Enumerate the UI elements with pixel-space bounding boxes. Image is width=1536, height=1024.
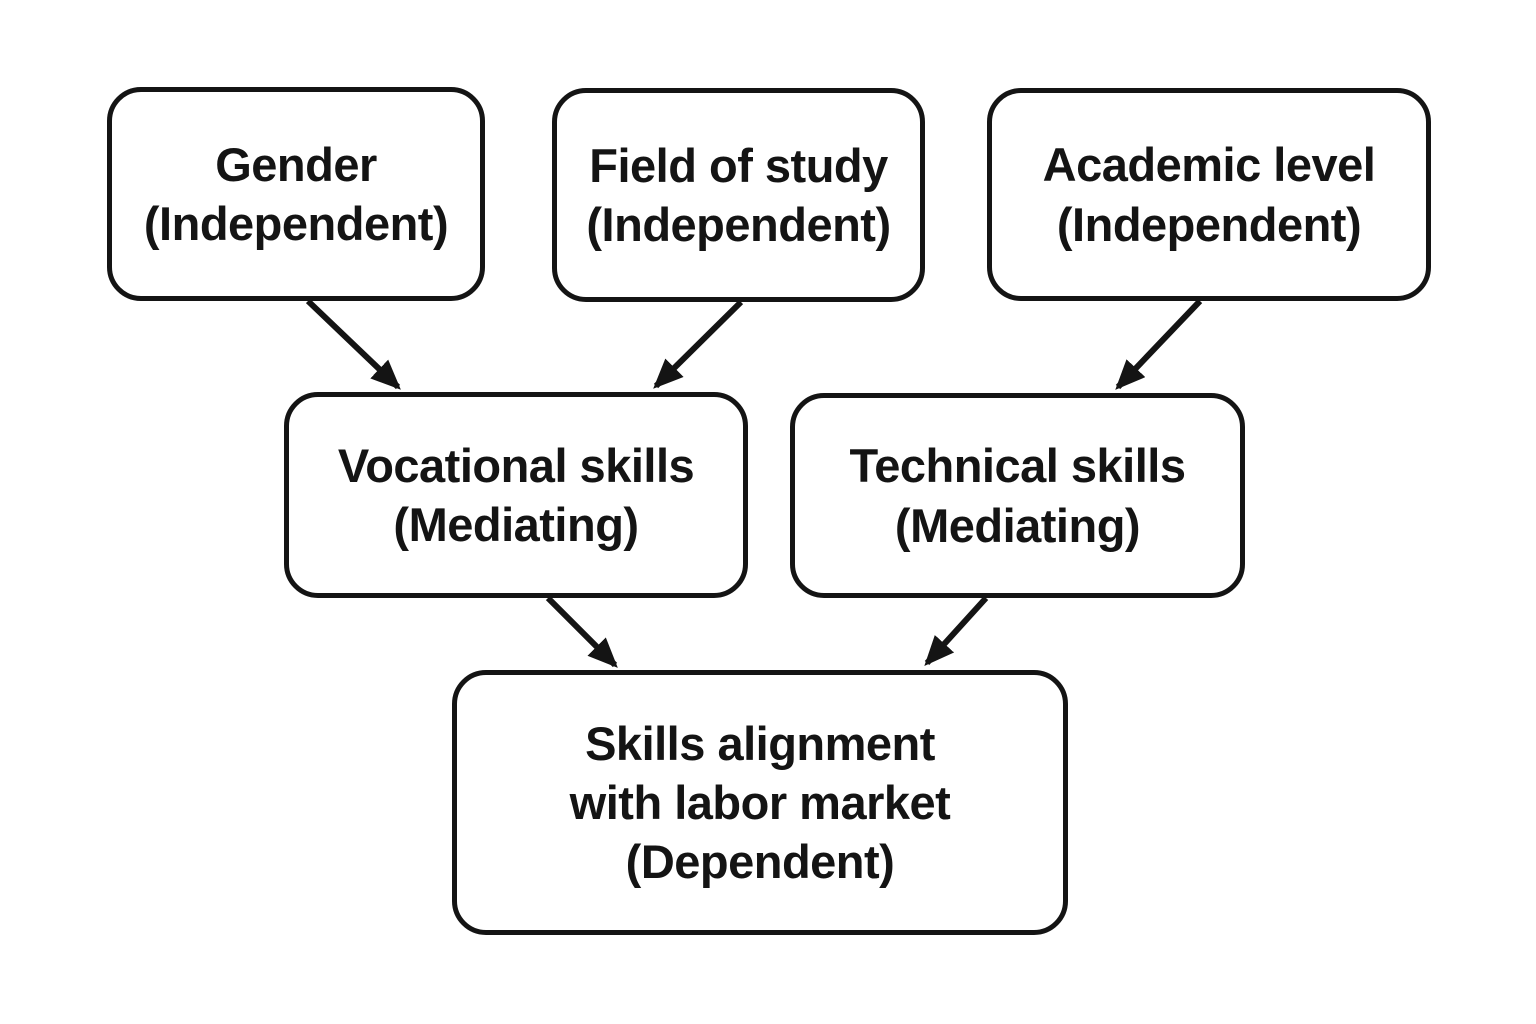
node-skills-alignment-role: (Dependent) (625, 835, 895, 889)
node-academic-level-role: (Independent) (1056, 197, 1362, 251)
edge-vocational-skills-to-skills-alignment (545, 595, 618, 668)
node-skills-alignment: Skills alignment with labor market (Depe… (452, 670, 1068, 935)
node-field-of-study-title: Field of study (589, 138, 888, 192)
node-skills-alignment-title-line-1: Skills alignment (585, 716, 935, 770)
node-vocational-skills-role: (Mediating) (393, 498, 639, 551)
edge-technical-skills-to-skills-alignment (924, 595, 989, 666)
node-gender: Gender (Independent) (107, 87, 485, 301)
node-technical-skills-role: (Mediating) (894, 498, 1141, 552)
node-vocational-skills: Vocational skills (Mediating) (284, 392, 748, 598)
node-gender-title: Gender (215, 137, 377, 191)
node-vocational-skills-title: Vocational skills (337, 438, 695, 492)
node-academic-level-title: Academic level (1042, 138, 1376, 192)
node-field-of-study: Field of study (Independent) (552, 88, 925, 302)
node-skills-alignment-title-line-2: with labor market (569, 775, 951, 829)
edge-academic-level-to-technical-skills (1115, 298, 1203, 390)
node-field-of-study-role: (Independent) (586, 198, 891, 251)
edge-gender-to-vocational-skills (305, 298, 401, 390)
node-technical-skills-title: Technical skills (849, 439, 1186, 493)
node-gender-role: (Independent) (143, 197, 449, 250)
node-technical-skills: Technical skills (Mediating) (790, 393, 1245, 598)
edge-field-of-study-to-vocational-skills (653, 299, 744, 389)
node-academic-level: Academic level (Independent) (987, 88, 1431, 301)
